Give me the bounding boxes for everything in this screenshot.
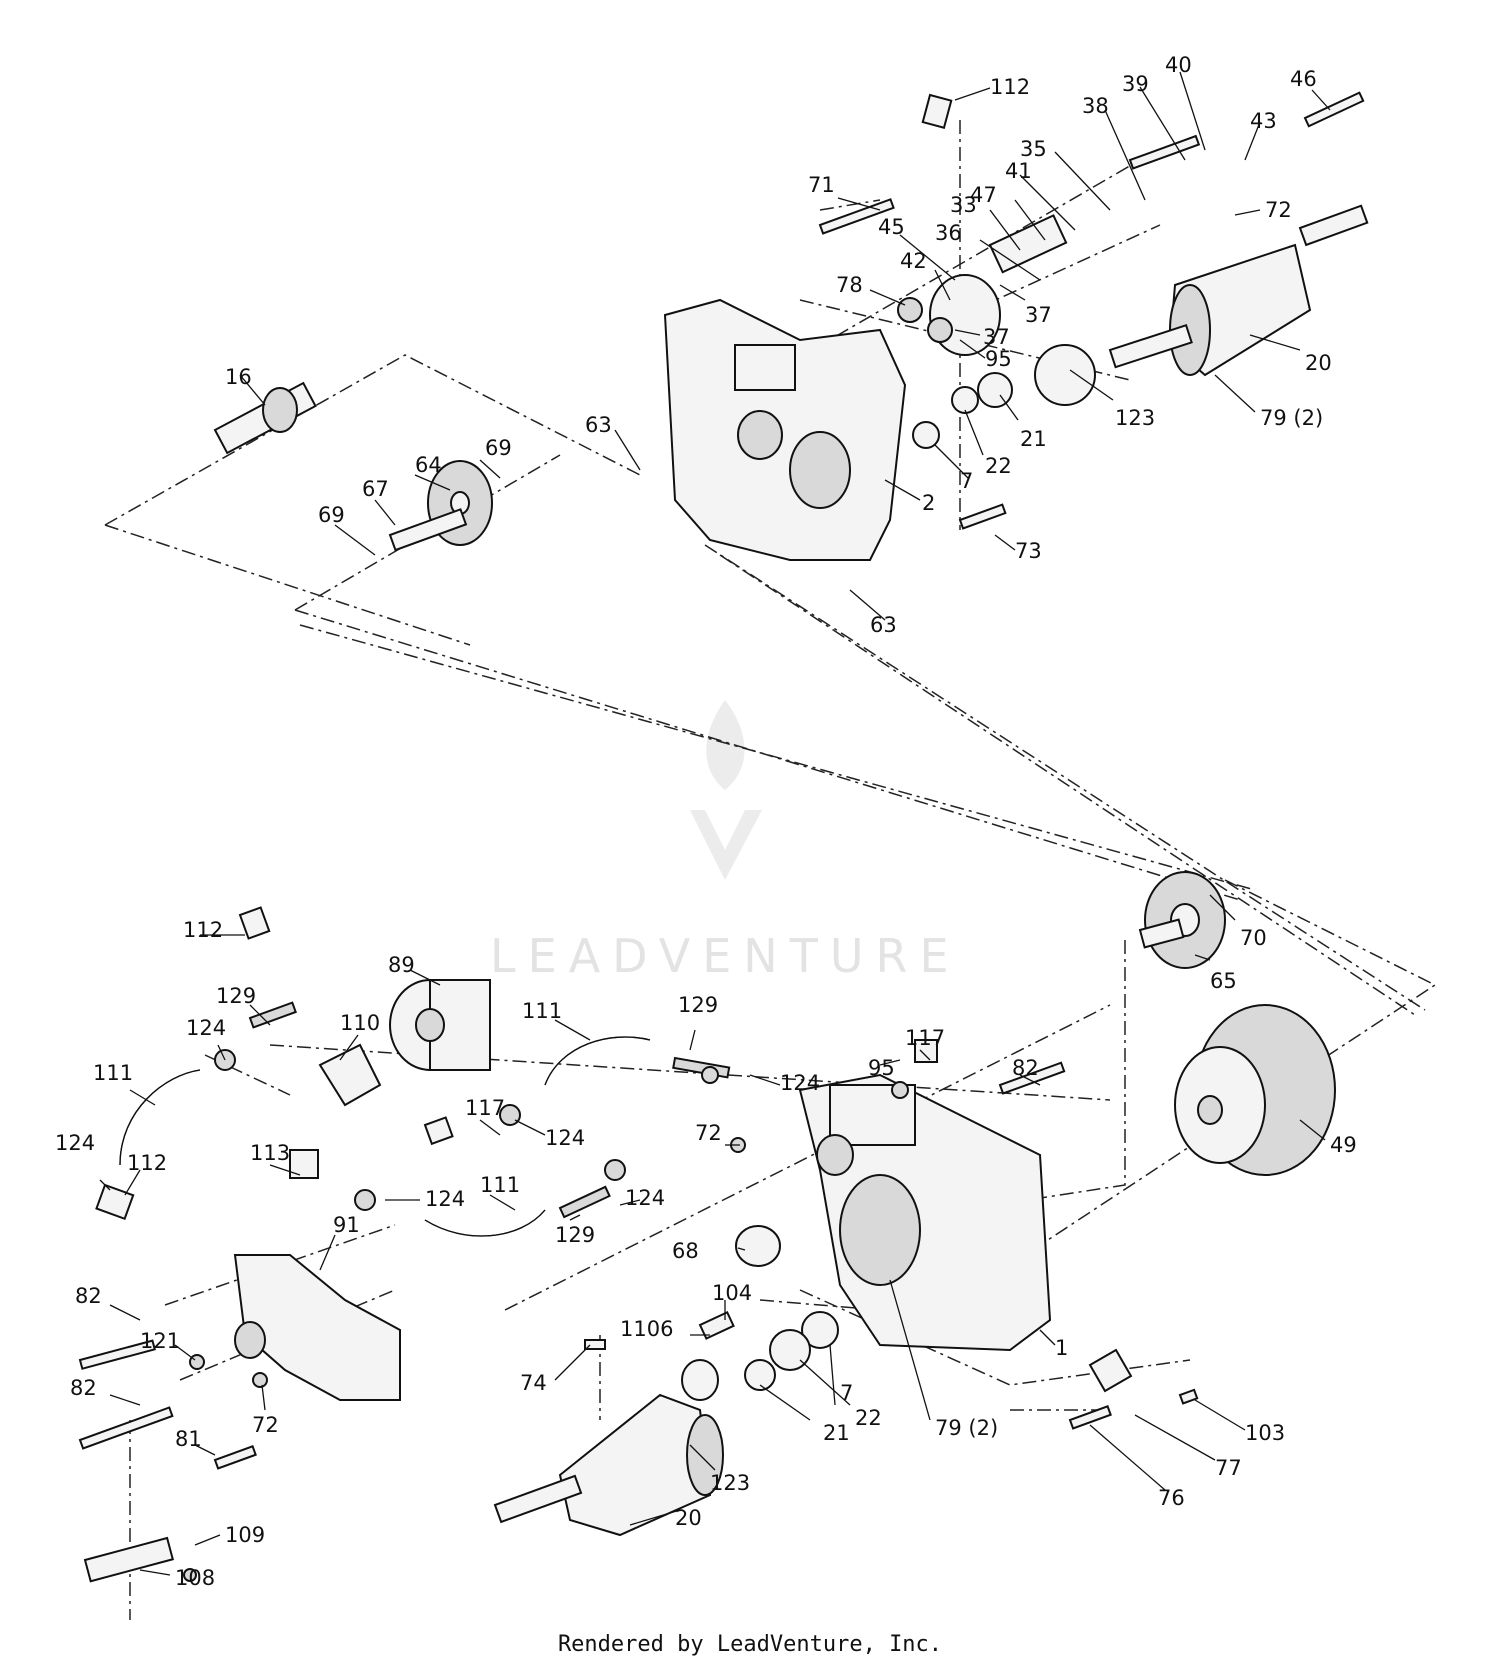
callout-33: 33: [950, 193, 977, 217]
callout-129-lower: 129: [555, 1223, 595, 1247]
callout-72-lower: 72: [252, 1413, 279, 1437]
callout-73: 73: [1015, 539, 1042, 563]
callout-64: 64: [415, 453, 442, 477]
callout-123-upper: 123: [1115, 406, 1155, 430]
callout-72-mid: 72: [695, 1121, 722, 1145]
callout-37-a: 37: [1025, 303, 1052, 327]
callout-103: 103: [1245, 1421, 1285, 1445]
callout-7-lower: 7: [840, 1381, 853, 1405]
callout-72-upper: 72: [1265, 198, 1292, 222]
callout-129-mid: 129: [678, 993, 718, 1017]
callout-110: 110: [340, 1011, 380, 1035]
callout-1: 1: [1055, 1336, 1068, 1360]
callout-95-upper: 95: [985, 347, 1012, 371]
callout-117-left: 117: [465, 1096, 505, 1120]
callout-21-upper: 21: [1020, 427, 1047, 451]
callout-43: 43: [1250, 109, 1277, 133]
callout-7-upper: 7: [960, 469, 973, 493]
callout-91: 91: [333, 1213, 360, 1237]
callout-68: 68: [672, 1239, 699, 1263]
callout-47: 47: [970, 183, 997, 207]
callout-37-b: 37: [983, 325, 1010, 349]
callout-74: 74: [520, 1371, 547, 1395]
parts: [78, 91, 1369, 1583]
callout-69-a: 69: [485, 436, 512, 460]
callout-69-b: 69: [318, 503, 345, 527]
callout-76: 76: [1158, 1486, 1185, 1510]
callout-121: 121: [140, 1329, 180, 1353]
callout-124-d: 124: [55, 1131, 95, 1155]
callout-21-lower: 21: [823, 1421, 850, 1445]
callout-63-upper: 63: [585, 413, 612, 437]
callout-63-lower: 63: [870, 613, 897, 637]
callout-49: 49: [1330, 1133, 1357, 1157]
callout-124-e: 124: [425, 1187, 465, 1211]
callout-112-upper: 112: [990, 75, 1030, 99]
callout-77: 77: [1215, 1456, 1242, 1480]
callout-82-right: 82: [1012, 1056, 1039, 1080]
callout-45: 45: [878, 215, 905, 239]
callout-124-c: 124: [545, 1126, 585, 1150]
callout-41: 41: [1005, 159, 1032, 183]
leadventure-watermark: LEADVENTURE: [490, 700, 961, 983]
callout-65: 65: [1210, 969, 1237, 993]
callout-124-a: 124: [186, 1016, 226, 1040]
lower-axle-housing: [558, 1393, 712, 1537]
callout-36: 36: [935, 221, 962, 245]
callout-38: 38: [1082, 94, 1109, 118]
callout-112-mid: 112: [183, 918, 223, 942]
callout-22-upper: 22: [985, 454, 1012, 478]
callout-labels: 112 46 40 39 38 43 35 41 47 33 71 72 45 …: [55, 53, 1357, 1590]
callout-79-upper: 79 (2): [1260, 406, 1323, 430]
callout-111-mid: 111: [522, 999, 562, 1023]
callout-39: 39: [1122, 72, 1149, 96]
callout-1106: 1106: [620, 1317, 673, 1341]
callout-104: 104: [712, 1281, 752, 1305]
callout-71: 71: [808, 173, 835, 197]
callout-82-lower-left: 82: [70, 1376, 97, 1400]
callout-129-left: 129: [216, 984, 256, 1008]
leader-lines: [99, 71, 1331, 1576]
callout-42: 42: [900, 249, 927, 273]
callout-79-lower: 79 (2): [935, 1416, 998, 1440]
callout-112-lower: 112: [127, 1151, 167, 1175]
callout-67: 67: [362, 477, 389, 501]
callout-82-upper-left: 82: [75, 1284, 102, 1308]
callout-111-lower: 111: [480, 1173, 520, 1197]
callout-22-lower: 22: [855, 1406, 882, 1430]
callout-16: 16: [225, 365, 252, 389]
flame-logo-icon: [690, 700, 762, 880]
callout-124-b: 124: [780, 1071, 820, 1095]
rendered-by-footer: Rendered by LeadVenture, Inc.: [557, 1632, 943, 1657]
callout-109: 109: [225, 1523, 265, 1547]
callout-123-lower: 123: [710, 1471, 750, 1495]
watermark-text: LEADVENTURE: [490, 929, 961, 983]
callout-124-f: 124: [625, 1186, 665, 1210]
callout-117-right: 117: [905, 1026, 945, 1050]
callout-46: 46: [1290, 67, 1317, 91]
callout-113: 113: [250, 1141, 290, 1165]
callout-20-upper: 20: [1305, 351, 1332, 375]
upper-case-half: [663, 298, 907, 561]
callout-81: 81: [175, 1427, 202, 1451]
callout-40: 40: [1165, 53, 1192, 77]
callout-35: 35: [1020, 137, 1047, 161]
callout-108: 108: [175, 1566, 215, 1590]
callout-20-lower: 20: [675, 1506, 702, 1530]
callout-95-lower: 95: [868, 1056, 895, 1080]
callout-78: 78: [836, 273, 863, 297]
callout-2: 2: [922, 491, 935, 515]
callout-89: 89: [388, 953, 415, 977]
callout-70: 70: [1240, 926, 1267, 950]
callout-111-left: 111: [93, 1061, 133, 1085]
